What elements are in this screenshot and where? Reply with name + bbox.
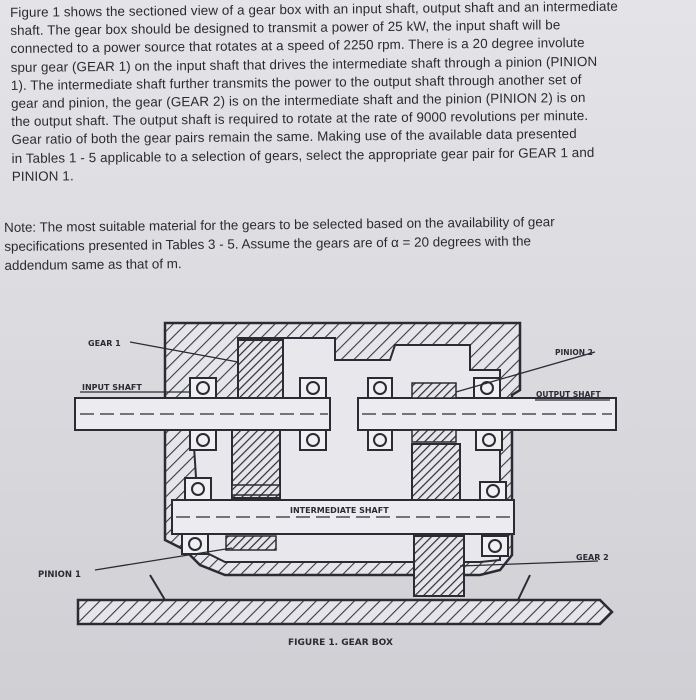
label-pinion2: PINION 2 [555, 348, 593, 357]
figure-caption: FIGURE 1. GEAR BOX [288, 638, 393, 648]
label-intermediate-shaft: INTERMEDIATE SHAFT [290, 506, 389, 515]
gear-2 [411, 443, 465, 597]
label-gear1: GEAR 1 [88, 339, 121, 348]
gearbox-figure: GEAR 1 INPUT SHAFT PINION 1 PINION 2 OUT… [38, 321, 617, 648]
housing [76, 321, 614, 626]
pinion-1 [225, 429, 281, 551]
bearings [181, 377, 509, 557]
input-shaft [74, 397, 331, 431]
gear-1 [237, 339, 284, 399]
problem-paragraph: Figure 1 shows the sectioned view of a g… [10, 0, 692, 186]
pinion-2 [411, 382, 457, 443]
intermediate-shaft [171, 499, 515, 535]
label-input-shaft: INPUT SHAFT [82, 383, 142, 392]
label-gear2: GEAR 2 [576, 553, 609, 562]
label-output-shaft: OUTPUT SHAFT [536, 390, 602, 399]
output-shaft [357, 397, 617, 431]
leader-lines [80, 341, 610, 571]
note-paragraph: Note: The most suitable material for the… [4, 211, 695, 275]
label-pinion1: PINION 1 [38, 570, 81, 580]
